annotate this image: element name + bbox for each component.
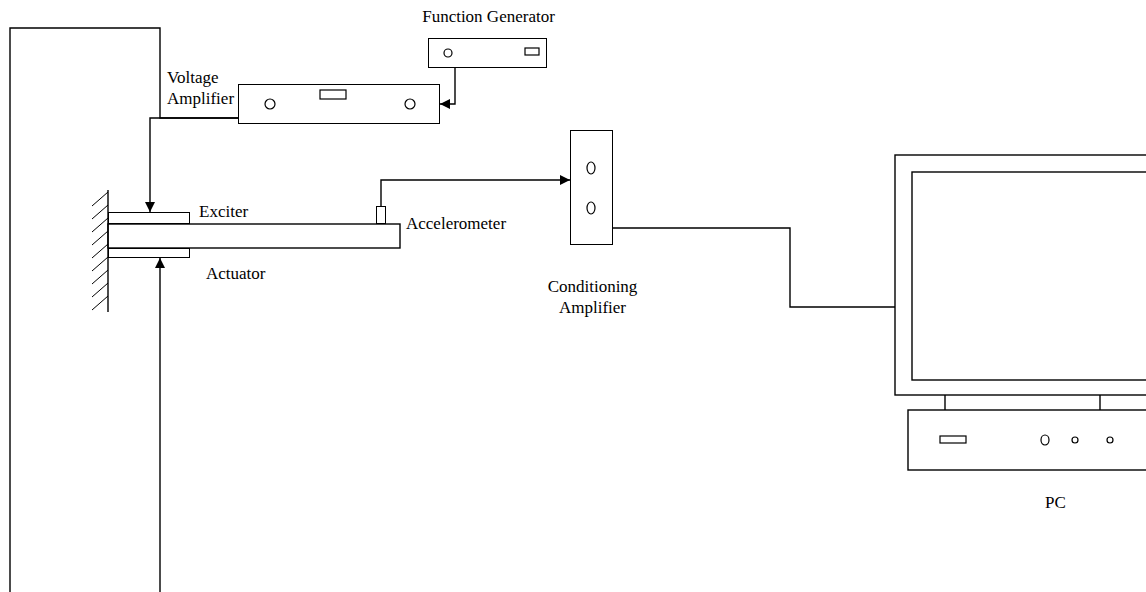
hatch-line [92, 205, 108, 219]
node-label: PC [1045, 492, 1066, 513]
node-label: Conditioning Amplifier [534, 276, 651, 318]
button [1041, 435, 1049, 445]
signal-wire [10, 28, 238, 592]
hatch-line [92, 270, 108, 284]
signal-wire [440, 68, 455, 104]
piezo-patch: Actuator [108, 248, 190, 258]
monitor-frame [895, 155, 1146, 395]
hatch-line [92, 231, 108, 245]
instrument-box: Voltage Amplifier [238, 84, 440, 124]
monitor-screen [912, 172, 1146, 380]
beam [108, 224, 400, 248]
piezo-patch: Exciter [108, 212, 190, 224]
button [1107, 437, 1113, 443]
monitor-stand [1099, 395, 1100, 410]
hatch-line [92, 257, 108, 271]
computer: PC [895, 155, 1146, 470]
signal-wire [613, 228, 895, 307]
instrument-box: Function Generator [428, 38, 547, 68]
hatch-line [92, 296, 108, 310]
hatch-line [92, 218, 108, 232]
instrument-box: Conditioning Amplifier [570, 130, 613, 245]
button [1072, 437, 1078, 443]
knob [265, 99, 275, 109]
signal-wire [381, 180, 570, 206]
hatch-line [92, 244, 108, 258]
socket [587, 202, 595, 214]
wall-hatching [92, 192, 108, 310]
hatch-line [92, 283, 108, 297]
sensor-box: Accelerometer [376, 206, 386, 224]
drive-slot [940, 436, 966, 443]
knob [405, 99, 415, 109]
node-label: Function Generator [389, 6, 589, 27]
display [320, 90, 346, 99]
node-label: Exciter [199, 201, 248, 222]
computer-case [908, 410, 1146, 470]
display [525, 48, 539, 55]
hatch-line [92, 192, 108, 206]
socket [587, 162, 595, 174]
node-label: Accelerometer [406, 213, 506, 234]
knob [444, 49, 452, 57]
node-label: Voltage Amplifier [167, 67, 237, 109]
signal-wire [150, 118, 238, 212]
node-label: Actuator [206, 263, 265, 284]
monitor-stand [944, 395, 945, 410]
